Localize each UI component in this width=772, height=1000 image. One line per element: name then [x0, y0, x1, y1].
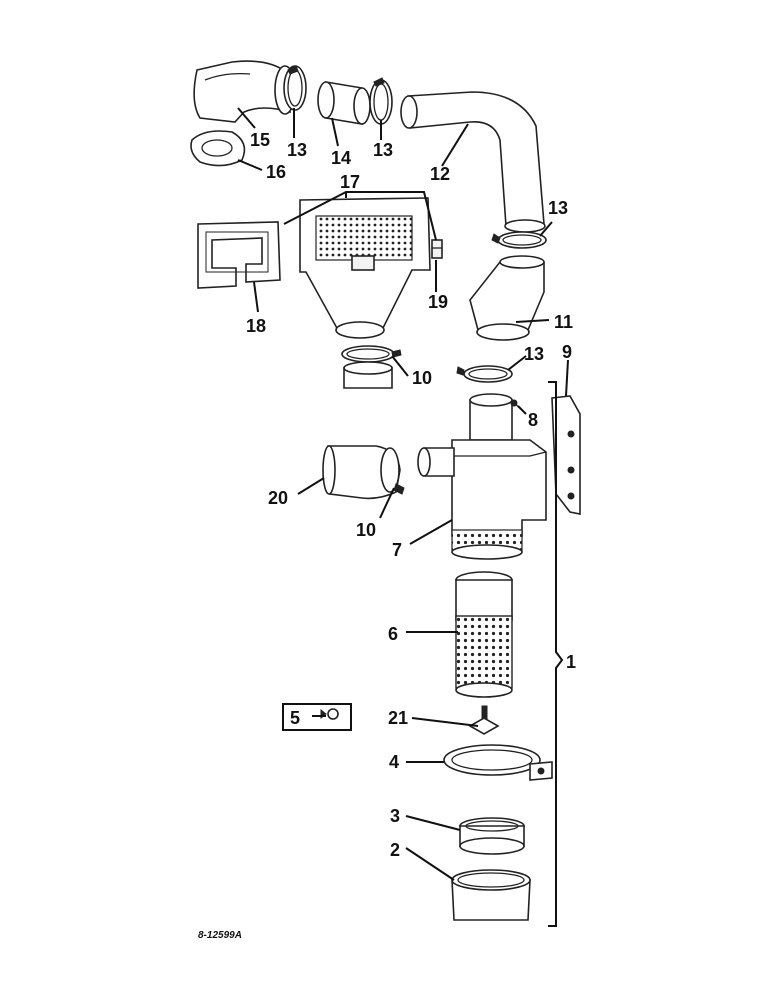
hose-part-14 [317, 81, 371, 125]
callout-17: 17 [340, 172, 360, 192]
outlet-stub [469, 393, 513, 441]
callout-13c: 13 [548, 198, 568, 218]
callout-20: 20 [268, 488, 288, 508]
fastener-part-19 [431, 239, 443, 259]
callout-13d: 13 [524, 344, 544, 364]
callout-16: 16 [266, 162, 286, 182]
callout-13b: 13 [373, 140, 393, 160]
callout-15: 15 [250, 130, 270, 150]
callout-7: 7 [392, 540, 402, 560]
callout-8: 8 [528, 410, 538, 430]
leader-lines [237, 107, 569, 881]
drawing-code: 8-12599A [198, 930, 242, 941]
callout-12: 12 [430, 164, 450, 184]
hose-clamp-10b [380, 447, 405, 495]
hose-clamp-10a [341, 345, 402, 363]
bracket-part-9 [551, 395, 581, 515]
hose-clamp-13c [491, 231, 547, 249]
coupling-part [343, 361, 393, 389]
callout-3: 3 [390, 806, 400, 826]
hose-clamp-13d [456, 365, 513, 383]
wing-nut-part-21 [468, 705, 500, 735]
hose-clamp-13b [369, 77, 393, 125]
assembly-bracket [548, 381, 564, 927]
filter-element-part-6 [455, 571, 513, 698]
callout-4: 4 [389, 752, 399, 772]
callout-labels: 15 13 14 13 12 16 17 13 18 19 11 13 9 10… [198, 130, 576, 941]
cup-part-2 [451, 869, 531, 921]
callout-11: 11 [554, 312, 573, 332]
callout-9: 9 [562, 342, 572, 362]
ring-part-3 [459, 817, 525, 855]
callout-1: 1 [566, 652, 576, 672]
callout-2: 2 [390, 840, 400, 860]
callout-18: 18 [246, 316, 266, 336]
clamp-ring-part-4 [443, 744, 553, 781]
callout-19: 19 [428, 292, 448, 312]
hose-clamp-13a [283, 65, 307, 111]
elbow-part-15 [193, 60, 296, 123]
callout-10a: 10 [412, 368, 432, 388]
precleaner-part-17 [299, 197, 431, 339]
callout-5: 5 [290, 708, 300, 728]
gasket-frame-part-18 [197, 221, 281, 289]
callout-13a: 13 [287, 140, 307, 160]
gasket-part-16 [190, 130, 246, 167]
callout-6: 6 [388, 624, 398, 644]
reducer-part-11 [469, 255, 545, 341]
callout-21: 21 [388, 708, 408, 728]
air-cleaner-body-part-7 [451, 439, 547, 560]
body-inlet-pipe [417, 447, 455, 477]
callout-10b: 10 [356, 520, 376, 540]
callout-14: 14 [331, 148, 351, 168]
